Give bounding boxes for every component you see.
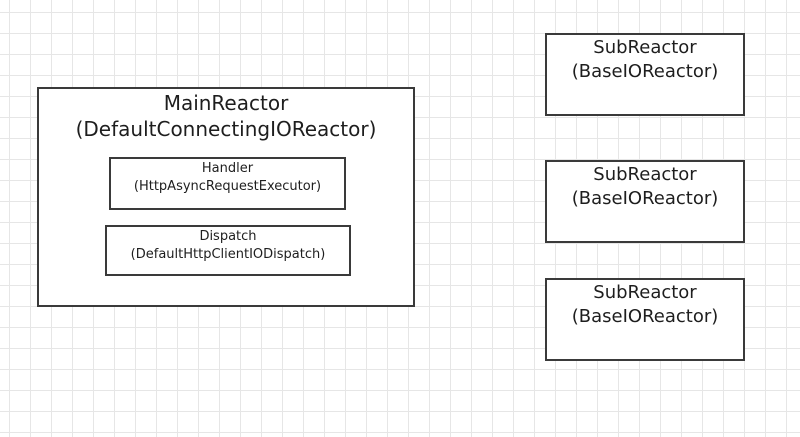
- sub-reactor-class: (BaseIOReactor): [571, 306, 719, 327]
- main-reactor-box: MainReactor (DefaultConnectingIOReactor)…: [37, 87, 415, 307]
- sub-reactor-box-3: SubReactor (BaseIOReactor): [545, 278, 745, 361]
- dispatch-class: (DefaultHttpClientIODispatch): [130, 247, 326, 262]
- main-reactor-class: (DefaultConnectingIOReactor): [75, 117, 377, 141]
- sub-reactor-name: SubReactor: [593, 164, 697, 185]
- sub-reactor-box-2: SubReactor (BaseIOReactor): [545, 160, 745, 243]
- dispatch-name: Dispatch: [199, 229, 257, 244]
- handler-class: (HttpAsyncRequestExecutor): [133, 179, 322, 194]
- sub-reactor-name: SubReactor: [593, 282, 697, 303]
- sub-reactor-name: SubReactor: [593, 37, 697, 58]
- main-reactor-title: MainReactor (DefaultConnectingIOReactor): [39, 90, 413, 142]
- sub-reactor-box-1: SubReactor (BaseIOReactor): [545, 33, 745, 116]
- sub-reactor-class: (BaseIOReactor): [571, 61, 719, 82]
- dispatch-box: Dispatch (DefaultHttpClientIODispatch): [105, 225, 351, 276]
- handler-name: Handler: [201, 161, 254, 176]
- handler-box: Handler (HttpAsyncRequestExecutor): [109, 157, 346, 210]
- sub-reactor-class: (BaseIOReactor): [571, 188, 719, 209]
- main-reactor-name: MainReactor: [163, 91, 289, 115]
